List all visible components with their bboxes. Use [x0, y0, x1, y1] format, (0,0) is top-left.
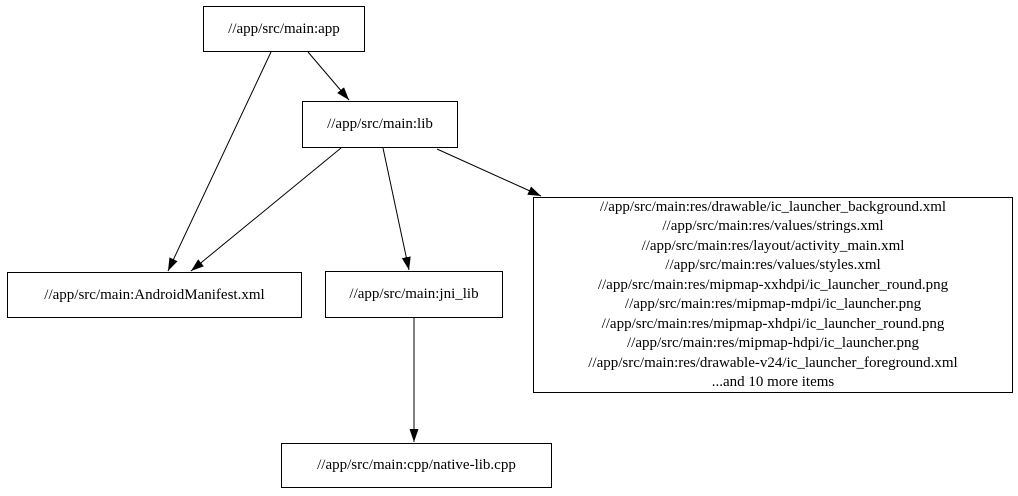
- node-jni-lib: //app/src/main:jni_lib: [325, 271, 503, 318]
- node-app-label: //app/src/main:app: [228, 20, 340, 37]
- node-res-file-group: //app/src/main:res/drawable/ic_launcher_…: [533, 197, 1013, 393]
- res-file-line-more: ...and 10 more items: [711, 374, 835, 390]
- node-lib: //app/src/main:lib: [302, 101, 458, 148]
- edge-app-to-lib: [307, 51, 350, 101]
- edge-app-to-manifest: [167, 51, 272, 272]
- res-file-line: //app/src/main:res/drawable/ic_launcher_…: [599, 198, 947, 215]
- res-file-line: //app/src/main:res/values/styles.xml: [665, 257, 881, 273]
- node-android-manifest-label: //app/src/main:AndroidManifest.xml: [44, 286, 265, 303]
- node-android-manifest: //app/src/main:AndroidManifest.xml: [7, 272, 302, 318]
- edge-lib-to-res-files: [436, 148, 542, 197]
- res-file-line: //app/src/main:res/mipmap-xhdpi/ic_launc…: [601, 315, 945, 332]
- res-file-line: //app/src/main:res/drawable-v24/ic_launc…: [588, 354, 958, 371]
- node-app: //app/src/main:app: [203, 6, 365, 52]
- node-native-lib-cpp-label: //app/src/main:cpp/native-lib.cpp: [317, 457, 516, 473]
- node-jni-lib-label: //app/src/main:jni_lib: [349, 286, 479, 302]
- edge-lib-to-jni-lib: [382, 147, 411, 271]
- res-file-line: //app/src/main:res/mipmap-mdpi/ic_launch…: [624, 296, 922, 312]
- res-file-line: //app/src/main:res/mipmap-xxhdpi/ic_laun…: [597, 276, 949, 293]
- res-file-line: //app/src/main:res/values/strings.xml: [662, 218, 884, 234]
- edge-lib-to-manifest: [190, 147, 342, 272]
- res-file-line: //app/src/main:res/layout/activity_main.…: [641, 237, 905, 254]
- node-lib-label: //app/src/main:lib: [327, 116, 433, 132]
- node-native-lib-cpp: //app/src/main:cpp/native-lib.cpp: [281, 443, 552, 488]
- res-file-line: //app/src/main:res/mipmap-hdpi/ic_launch…: [626, 335, 919, 351]
